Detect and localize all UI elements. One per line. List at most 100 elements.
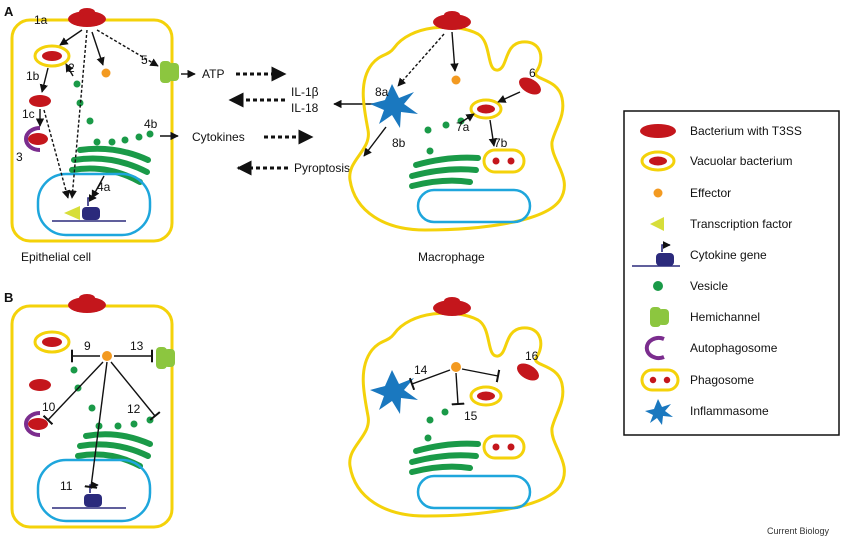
cytokines-label: Cytokines: [192, 130, 245, 144]
epithelial-cell-label: Epithelial cell: [21, 250, 91, 264]
legend-label: Vesicle: [690, 279, 728, 293]
arrow-pyroptosis-out: [363, 126, 387, 157]
legend-label: Transcription factor: [690, 217, 792, 231]
phagosome-bacterium: [663, 376, 671, 384]
bacterium-icon: [519, 77, 541, 95]
autophagosome-icon: [24, 411, 41, 437]
effector-icon: [101, 68, 111, 78]
arrow-4a: [91, 175, 105, 199]
legend-item: Inflammasome: [645, 399, 769, 425]
inflammasome-icon: [370, 84, 418, 128]
transcription-factor-icon: [650, 217, 664, 231]
step-8a: 8a: [375, 85, 389, 99]
step-15: 15: [464, 409, 478, 423]
legend-item: Transcription factor: [650, 217, 792, 231]
credit: Current Biology: [767, 526, 830, 536]
step-13: 13: [130, 339, 144, 353]
legend-label: Bacterium with T3SS: [690, 124, 802, 138]
inhibit-11: [84, 361, 108, 489]
cytosolic-bacterium-icon: [29, 379, 51, 391]
legend-item: Vacuolar bacterium: [640, 150, 793, 172]
step-7b: 7b: [494, 136, 508, 150]
vesicle-icon: [653, 281, 663, 291]
step-16: 16: [525, 349, 539, 363]
signals: ATP IL-1β IL-18 Cytokines Pyroptosis: [192, 66, 387, 176]
step-5: 5: [141, 53, 148, 67]
phagosome-bacterium: [492, 157, 500, 165]
arrow-8a: [397, 33, 445, 87]
gene-arrow: [89, 481, 99, 493]
step-4a: 4a: [97, 180, 111, 194]
legend-item: Cytokine gene: [632, 241, 767, 267]
golgi: [409, 154, 481, 189]
phagosome-bacterium: [507, 157, 515, 165]
transcription-factor-icon: [64, 206, 80, 220]
step-7a: 7a: [456, 120, 470, 134]
step-1b: 1b: [26, 69, 40, 83]
nucleus: [416, 188, 532, 224]
cytosolic-bacterium-icon: [29, 95, 51, 107]
legend-item: Phagosome: [640, 368, 754, 392]
legend-item: Effector: [653, 186, 731, 200]
hemichannel-icon: [156, 347, 175, 369]
bacterium-icon: [433, 14, 471, 30]
bacterium-tip: [79, 8, 95, 16]
phagosome-icon: [482, 148, 526, 174]
autophagosome-icon: [24, 126, 41, 152]
macrophage-membrane: [348, 25, 566, 232]
phagosome-bacterium: [649, 376, 657, 384]
epithelial-cell-b: 9 13 10 12 11: [10, 294, 175, 529]
bacterium-icon: [517, 363, 539, 381]
cytokine-gene-icon: [82, 207, 100, 220]
gene-arrow: [87, 194, 97, 206]
legend-label: Effector: [690, 186, 731, 200]
autophagosome-bacterium: [28, 133, 48, 145]
legend-item: Bacterium with T3SS: [640, 124, 802, 138]
legend-item: Hemichannel: [650, 307, 760, 327]
phagosome-bacterium: [507, 443, 515, 451]
effector-icon: [451, 75, 461, 85]
arrow-effector: [91, 31, 105, 66]
macrophage-label: Macrophage: [418, 250, 485, 264]
arrow-5: [96, 29, 159, 67]
step-3: 3: [16, 150, 23, 164]
inhibit-10: [42, 361, 104, 426]
legend-label: Inflammasome: [690, 404, 769, 418]
il1b-label: IL-1β: [291, 85, 319, 99]
hemichannel-icon: [160, 61, 179, 83]
phagosome-bacterium: [492, 443, 500, 451]
vacuolar-bacterium-core: [477, 391, 495, 401]
hemichannel-icon: [650, 307, 669, 327]
inhibit-14: [408, 369, 451, 391]
effector-icon: [451, 362, 461, 372]
step-14: 14: [414, 363, 428, 377]
epithelial-cell-a: 1a 1b 2 1c 3 4a 4b 5: [10, 8, 196, 243]
vesicles: [424, 408, 449, 442]
vacuolar-bacterium-core: [477, 104, 495, 114]
legend-item: Autophagosome: [644, 336, 778, 360]
cytokine-gene-icon: [84, 494, 102, 507]
legend-label: Autophagosome: [690, 341, 778, 355]
macrophage-a: 6 8a 7a 7b 8b: [348, 11, 566, 232]
effector-icon: [102, 351, 112, 361]
step-6: 6: [529, 66, 536, 80]
macrophage-b: 14 15 16: [348, 297, 566, 518]
pyroptosis-label: Pyroptosis: [294, 161, 350, 175]
vesicles: [424, 117, 465, 155]
bacterium-tip: [444, 297, 460, 305]
effector-icon: [653, 188, 663, 198]
arrow-7a: [459, 113, 475, 124]
vacuolar-bacterium-core: [42, 51, 62, 61]
phagosome-icon: [640, 368, 680, 392]
panel-b-label: B: [4, 290, 13, 305]
legend: Bacterium with T3SS Vacuolar bacterium E…: [623, 110, 840, 436]
golgi: [409, 440, 481, 475]
autophagosome-icon: [644, 336, 665, 360]
step-8b: 8b: [392, 136, 406, 150]
bacterium-icon: [640, 124, 676, 138]
nucleus: [36, 172, 152, 237]
inhibit-12: [110, 361, 161, 421]
atp-label: ATP: [202, 67, 224, 81]
step-1c: 1c: [22, 107, 35, 121]
inflammasome-icon: [370, 370, 418, 414]
